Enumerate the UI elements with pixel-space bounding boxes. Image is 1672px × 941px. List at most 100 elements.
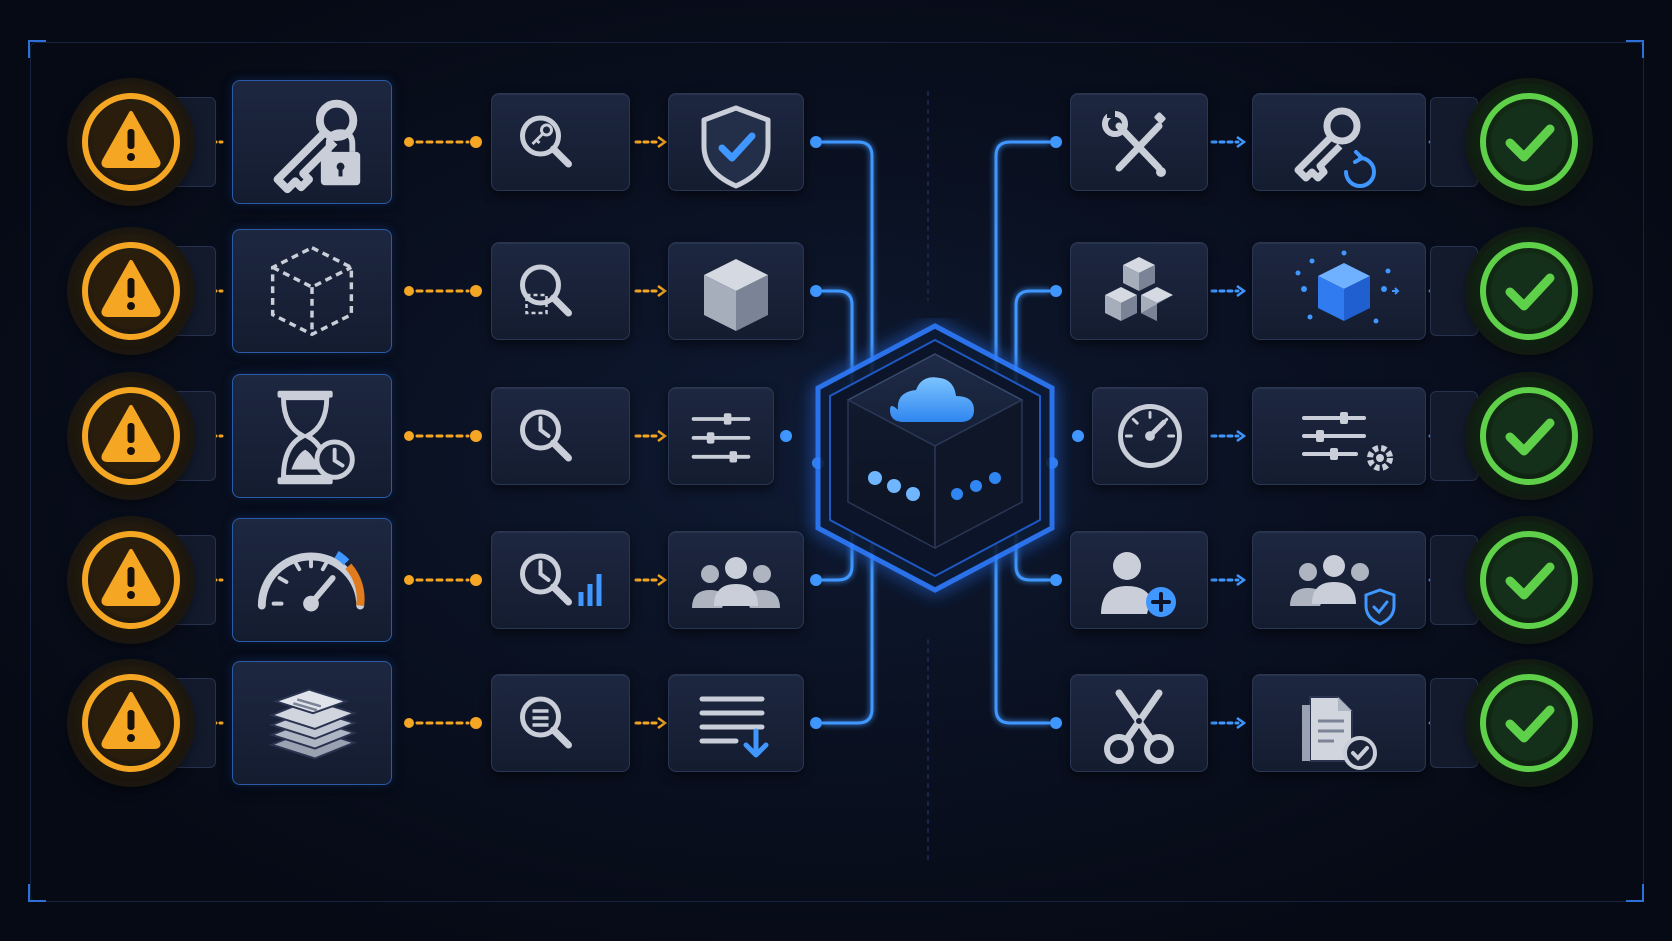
left-row-4-inspect-box[interactable]: [491, 531, 630, 629]
left-row-2-result-box[interactable]: [668, 242, 804, 340]
left-row-3-inspect-box[interactable]: [491, 387, 630, 485]
left-row-1-problem-box[interactable]: [232, 80, 392, 204]
right-row-4-arrow-head: [1236, 573, 1247, 587]
warning-icon: [82, 674, 180, 772]
right-row-5-arrow-head: [1236, 716, 1247, 730]
right-row-1-status[interactable]: [1470, 83, 1588, 201]
sliders-icon: [691, 413, 751, 463]
right-row-2-outcome-box[interactable]: [1252, 242, 1426, 340]
left-row-2-problem-box[interactable]: [232, 229, 392, 353]
gauge-icon: [1118, 404, 1182, 468]
right-row-1-action-box[interactable]: [1070, 93, 1208, 191]
right-row-4-status[interactable]: [1470, 521, 1588, 639]
left-row-3-problem-box[interactable]: [232, 374, 392, 498]
check-icon: [1480, 242, 1578, 340]
right-row-5-wire: [994, 543, 1050, 725]
left-row-3-result-box[interactable]: [668, 387, 774, 485]
right-row-1-outcome-box[interactable]: [1252, 93, 1426, 191]
left-row-3-wire-node: [780, 430, 792, 442]
document-check-icon: [1302, 696, 1377, 770]
corner-bracket-bottom-left: [28, 884, 46, 902]
left-row-1-link-start: [404, 137, 414, 147]
dashed-cube-icon: [270, 245, 354, 337]
left-row-1-wire: [822, 140, 874, 383]
corner-bracket-bottom-right: [1626, 884, 1644, 902]
left-row-2-link-end: [470, 285, 482, 297]
check-icon: [1480, 93, 1578, 191]
left-row-3-link-end: [470, 430, 482, 442]
central-hub[interactable]: [790, 318, 1080, 608]
left-row-4-result-box[interactable]: [668, 531, 804, 629]
key-lock-icon: [273, 99, 361, 194]
right-row-5-outcome-box[interactable]: [1252, 674, 1426, 772]
left-row-5-wire: [822, 543, 874, 725]
left-row-2-wire: [822, 289, 854, 423]
right-row-5-action-box[interactable]: [1070, 674, 1208, 772]
right-row-5-status[interactable]: [1470, 664, 1588, 782]
right-row-3-action-box[interactable]: [1092, 387, 1208, 485]
right-row-2-wire: [1014, 289, 1050, 423]
warning-icon: [82, 93, 180, 191]
right-row-2-wire-node: [1050, 285, 1062, 297]
left-row-3-arrow-head: [657, 429, 668, 443]
right-row-2-action-box[interactable]: [1070, 242, 1208, 340]
left-row-4-wire: [822, 503, 854, 582]
user-group-icon: [692, 557, 780, 608]
left-row-5-arrow-head: [657, 716, 668, 730]
left-row-4-problem-box[interactable]: [232, 518, 392, 642]
left-row-1-arrow-head: [657, 135, 668, 149]
left-row-1-result-box[interactable]: [668, 93, 804, 191]
list-search-icon: [520, 696, 572, 749]
corner-bracket-top-left: [28, 40, 46, 58]
left-row-4-wire-node: [810, 574, 822, 586]
left-row-1-inspect-box[interactable]: [491, 93, 630, 191]
scissors-icon: [1104, 689, 1174, 764]
left-row-1-link-end: [470, 136, 482, 148]
right-row-1-wire: [994, 140, 1050, 383]
left-row-4-link-end: [470, 574, 482, 586]
left-row-1-status[interactable]: [72, 83, 190, 201]
corner-bracket-top-right: [1626, 40, 1644, 58]
check-icon: [1480, 531, 1578, 629]
warning-icon: [82, 242, 180, 340]
right-row-4-action-box[interactable]: [1070, 531, 1208, 629]
left-row-5-problem-box[interactable]: [232, 661, 392, 785]
sliders-gear-icon: [1302, 412, 1393, 471]
document-stack-icon: [268, 688, 358, 760]
left-row-4-status[interactable]: [72, 521, 190, 639]
right-row-3-outcome-box[interactable]: [1252, 387, 1426, 485]
left-row-3-status[interactable]: [72, 377, 190, 495]
left-row-2-wire-node: [810, 285, 822, 297]
left-row-2-arrow-head: [657, 284, 668, 298]
outer-frame: [30, 42, 1644, 902]
left-row-1-wire-node: [810, 136, 822, 148]
left-row-2-inspect-box[interactable]: [491, 242, 630, 340]
left-row-4-arrow-head: [657, 573, 668, 587]
left-row-2-link-start: [404, 286, 414, 296]
check-icon: [1480, 674, 1578, 772]
cloud-server-hexagon-icon: [815, 323, 1055, 593]
left-row-4-link-start: [404, 575, 414, 585]
left-row-5-status[interactable]: [72, 664, 190, 782]
left-row-5-result-box[interactable]: [668, 674, 804, 772]
check-icon: [1480, 387, 1578, 485]
left-row-5-inspect-box[interactable]: [491, 674, 630, 772]
glowing-cube-icon: [1295, 250, 1400, 324]
right-row-2-status[interactable]: [1470, 232, 1588, 350]
right-row-3-status[interactable]: [1470, 377, 1588, 495]
user-add-icon: [1101, 552, 1176, 617]
right-row-1-arrow-head: [1236, 135, 1247, 149]
left-row-5-wire-node: [810, 717, 822, 729]
selection-search-icon: [520, 264, 572, 317]
list-download-icon: [699, 696, 769, 758]
right-row-2-arrow-head: [1236, 284, 1247, 298]
right-row-4-outcome-box[interactable]: [1252, 531, 1426, 629]
left-row-2-status[interactable]: [72, 232, 190, 350]
clock-search-icon: [520, 409, 572, 462]
clock-search-chart-icon: [520, 553, 602, 606]
shield-check-icon: [701, 105, 771, 189]
left-row-5-link-start: [404, 718, 414, 728]
warning-icon: [82, 387, 180, 485]
hourglass-clock-icon: [277, 390, 355, 485]
